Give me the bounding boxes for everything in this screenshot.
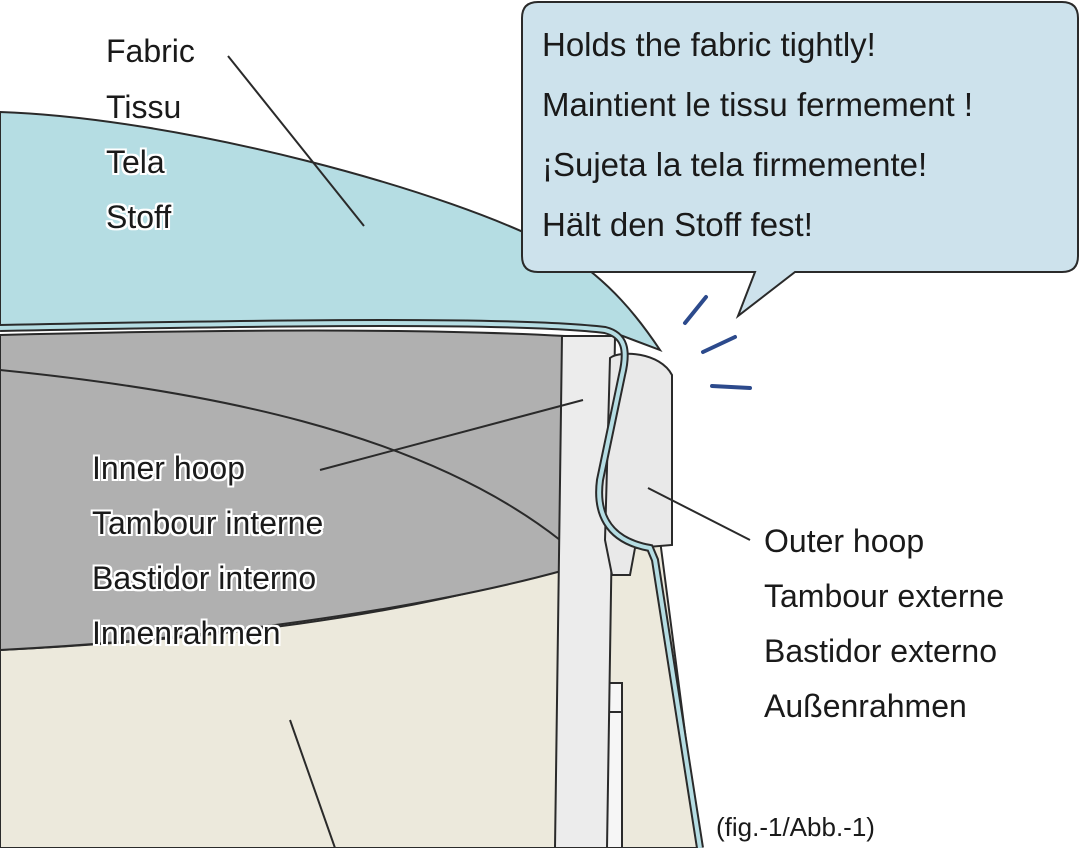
inner-hoop-label-en: Inner hoop xyxy=(92,450,246,486)
inner-hoop-curve xyxy=(0,369,561,541)
inner-hoop-leader xyxy=(319,399,584,471)
inner-hoop-edge xyxy=(553,335,617,849)
callout-line-de: Hält den Stoff fest! xyxy=(542,206,813,243)
figure-reference: (fig.-1/Abb.-1) xyxy=(716,812,875,842)
inner-hoop-label-es: Bastidor interno xyxy=(92,560,317,596)
callout-bubble xyxy=(521,1,1079,319)
callout-line-fr: Maintient le tissu fermement ! xyxy=(542,86,973,123)
fabric-label-fr: Tissu xyxy=(106,89,182,125)
outer-hoop xyxy=(603,352,673,576)
fabric-label-en: Fabric xyxy=(106,33,195,69)
callout-line-en: Holds the fabric tightly! xyxy=(542,26,876,63)
outer-hoop-label-es: Bastidor externo xyxy=(764,633,998,669)
outer-hoop-label-en: Outer hoop xyxy=(764,523,925,559)
inner-hoop-label-de: Innenrahmen xyxy=(92,615,281,651)
outer-hoop-label-fr: Tambour externe xyxy=(764,578,1005,614)
base-seam-line xyxy=(289,719,336,849)
outer-hoop-leader xyxy=(647,487,751,541)
outer-hoop-label-de: Außenrahmen xyxy=(764,688,967,724)
fabric-label-es: Tela xyxy=(106,144,165,180)
callout-line-es: ¡Sujeta la tela firmemente! xyxy=(542,146,928,183)
fabric-label-de: Stoff xyxy=(106,199,172,235)
tension-marks xyxy=(683,295,752,390)
inner-hoop-label-fr: Tambour interne xyxy=(92,505,324,541)
fabric-leader xyxy=(227,55,365,227)
